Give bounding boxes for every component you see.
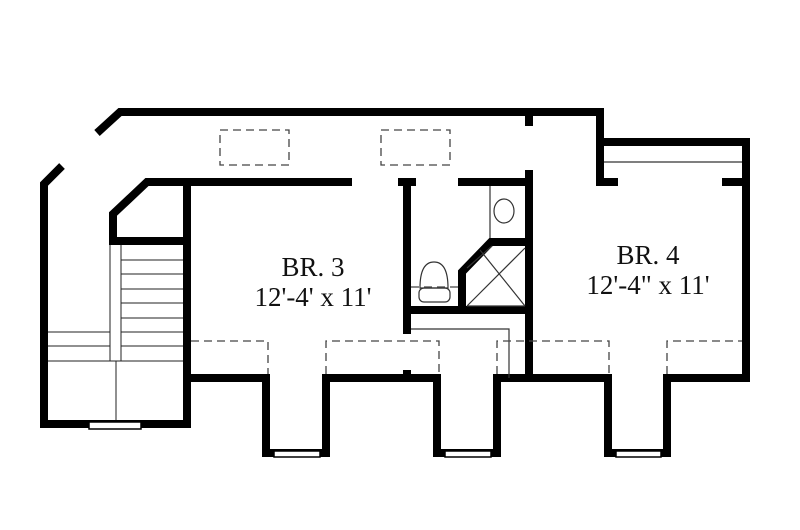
room-label-br3: BR. 3 12'-4' x 11' (228, 252, 398, 312)
window-hall (444, 450, 492, 458)
sink-icon (493, 198, 515, 224)
dormer-dashes (191, 340, 742, 374)
skylight-left (219, 129, 290, 166)
window-br4 (615, 450, 662, 458)
skylight-right (380, 129, 451, 166)
room-label-br4: BR. 4 12'-4" x 11' (558, 240, 738, 300)
toilet-tank-icon (419, 261, 449, 289)
room-dimensions-br4: 12'-4" x 11' (586, 270, 710, 300)
room-name-br3: BR. 3 (281, 252, 345, 282)
closet-line (411, 328, 510, 378)
outer-walls (40, 108, 750, 428)
bath-fixtures (411, 186, 526, 307)
stair-enclosure (109, 178, 352, 424)
br4-walls (531, 374, 677, 457)
window-br3-left (273, 450, 321, 458)
room-dimensions-br3: 12'-4' x 11' (254, 282, 372, 312)
room-name-br4: BR. 4 (616, 240, 680, 270)
bath-walls (398, 170, 533, 378)
br3-walls (191, 374, 531, 457)
stairs (48, 245, 183, 420)
toilet-bowl-icon (418, 287, 451, 303)
window-stairs (88, 421, 142, 430)
